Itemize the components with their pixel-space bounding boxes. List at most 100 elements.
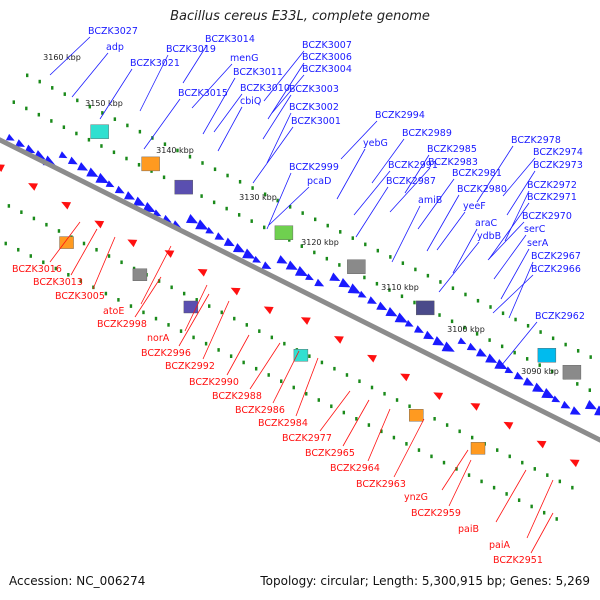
track-dot (292, 385, 295, 390)
forward-gene-arrow (560, 400, 571, 409)
track-dot (237, 213, 241, 217)
forward-leader-line (389, 167, 431, 213)
track-dot (367, 423, 371, 427)
forward-gene-arrow (414, 325, 424, 333)
track-dot (470, 435, 474, 440)
track-dot (376, 248, 380, 253)
track-dot (263, 192, 267, 197)
forward-gene-label: BCZK3014 (205, 34, 255, 45)
forward-leader-line (391, 205, 421, 263)
forward-gene-label: cbiQ (240, 96, 261, 107)
forward-gene-arrow (305, 273, 314, 281)
reverse-gene-arrow (470, 403, 481, 411)
forward-leader-line (49, 36, 91, 76)
reverse-leader-line (342, 399, 370, 447)
reverse-gene-label: BCZK2988 (212, 391, 262, 402)
kbp-tick-label: 3110 kbp (381, 283, 419, 292)
forward-gene-label: BCZK3007 (302, 40, 352, 51)
reverse-leader-line (92, 236, 116, 290)
track-dot (75, 131, 78, 136)
reverse-gene-label: BCZK2959 (411, 508, 461, 519)
forward-gene-label: serC (524, 224, 546, 235)
forward-gene-label: BCZK3011 (233, 67, 283, 78)
track-dot (501, 311, 505, 316)
forward-gene-arrow (5, 133, 15, 141)
track-dot (413, 300, 416, 305)
track-dot (79, 279, 83, 283)
forward-leader-line (71, 52, 109, 98)
forward-leader-line (355, 186, 389, 238)
track-dot (62, 125, 66, 130)
reverse-gene-label: atoE (103, 306, 124, 317)
forward-leader-line (404, 154, 430, 194)
feature-tracks (0, 73, 600, 521)
track-dot (339, 230, 342, 234)
track-dot (117, 298, 120, 302)
forward-gene-label: BCZK2971 (527, 192, 577, 203)
forward-gene-label: BCZK3015 (178, 88, 228, 99)
track-dot (163, 142, 167, 147)
feature-box (174, 179, 193, 195)
track-dot (467, 473, 471, 477)
forward-gene-label: BCZK2966 (531, 264, 581, 275)
track-dot (458, 429, 461, 434)
forward-gene-arrow (67, 156, 78, 165)
forward-leader-line (252, 126, 294, 184)
track-dot (51, 86, 54, 90)
forward-gene-arrow (494, 358, 508, 370)
reverse-leader-line (140, 245, 172, 305)
track-dot (414, 267, 417, 272)
forward-gene-label: BCZK3019 (166, 44, 216, 55)
track-dot (555, 517, 558, 521)
forward-leader-line (500, 248, 530, 300)
track-dot (120, 260, 123, 265)
forward-gene-arrow (77, 162, 89, 171)
forward-gene-label: yebG (363, 138, 388, 149)
forward-gene-arrow (466, 342, 477, 351)
kbp-tick-label: 3150 kbp (85, 99, 123, 108)
feature-box (347, 259, 366, 274)
forward-gene-arrow (314, 278, 325, 287)
track-dot (530, 504, 533, 509)
track-dot (576, 382, 579, 386)
track-dot (492, 485, 496, 490)
track-dot (426, 273, 430, 278)
forward-gene-arrow (569, 406, 581, 415)
reverse-gene-label: BCZK3013 (33, 277, 83, 288)
track-dot (538, 363, 541, 367)
forward-gene-label: BCZK2989 (402, 128, 452, 139)
track-dot (576, 349, 580, 353)
track-dot (188, 154, 192, 159)
forward-gene-arrow (276, 255, 288, 264)
reverse-leader-line (249, 342, 281, 390)
forward-gene-arrow (86, 167, 99, 177)
forward-gene-arrow (223, 237, 235, 247)
forward-leader-line (202, 77, 236, 135)
forward-leader-line (493, 234, 527, 280)
forward-gene-label: BCZK3021 (130, 58, 180, 69)
feature-box (141, 156, 160, 172)
forward-gene-label: BCZK2981 (452, 168, 502, 179)
reverse-leader-line (495, 469, 527, 523)
track-dot (170, 285, 173, 290)
forward-leader-line (99, 68, 133, 120)
accession-label: Accession: NC_006274 (9, 574, 146, 588)
forward-leader-line (139, 54, 169, 112)
forward-gene-label: BCZK3010 (240, 83, 290, 94)
feature-box (59, 236, 74, 249)
forward-gene-arrow (504, 366, 514, 374)
reverse-gene-label: BCZK2963 (356, 479, 406, 490)
forward-gene-label: BCZK2980 (457, 184, 507, 195)
forward-gene-label: BCZK2962 (535, 311, 585, 322)
reverse-gene-labels: BCZK3016BCZK3013BCZK3005atoEBCZK2998norA… (12, 221, 554, 566)
track-dot (451, 286, 455, 291)
reverse-gene-arrow (367, 354, 377, 363)
track-dot (430, 454, 433, 459)
track-dot (182, 291, 186, 296)
track-dot (408, 404, 411, 409)
reverse-leader-line (367, 408, 391, 462)
feature-box (183, 300, 199, 314)
track-dot (37, 112, 41, 117)
forward-leader-line (502, 157, 536, 197)
